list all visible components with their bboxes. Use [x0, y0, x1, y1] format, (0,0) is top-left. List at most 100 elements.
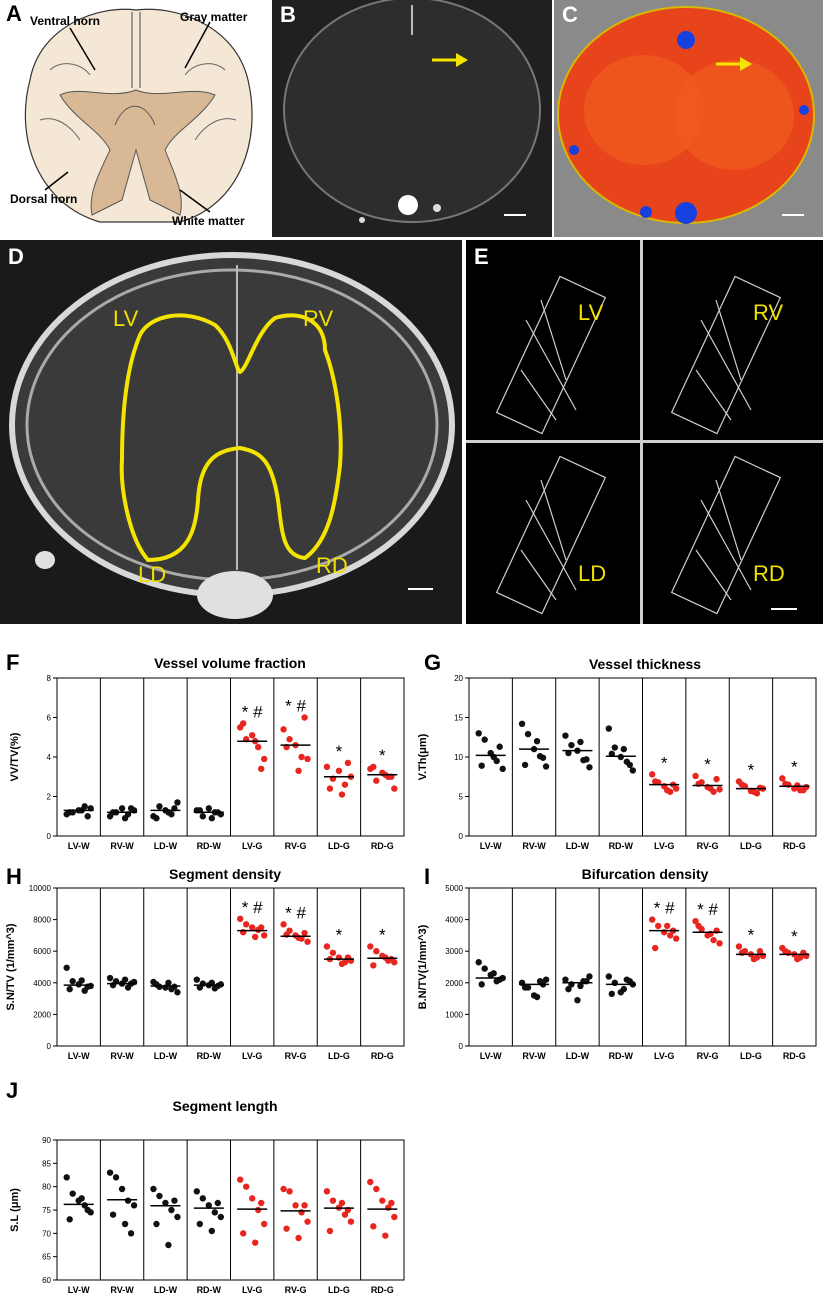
y-tick-label: 2000	[445, 979, 463, 988]
data-point	[63, 964, 70, 971]
data-point	[121, 976, 129, 983]
data-point	[605, 725, 613, 732]
data-point	[239, 720, 247, 727]
panel-c: C	[554, 0, 823, 237]
data-point	[568, 741, 575, 749]
x-tick-label: LD-G	[740, 1051, 762, 1061]
chart-title-f: Vessel volume fraction	[154, 655, 306, 671]
data-point	[382, 1232, 389, 1239]
data-point	[481, 965, 488, 972]
data-point	[280, 921, 287, 928]
x-tick-label: LD-W	[566, 1051, 590, 1061]
data-point	[118, 1185, 126, 1193]
data-point	[391, 1213, 398, 1221]
significance-marker: *	[336, 742, 343, 761]
data-point	[124, 1197, 132, 1204]
y-tick-label: 80	[42, 1183, 51, 1192]
x-tick-label: RD-W	[197, 1285, 222, 1295]
significance-marker: *	[336, 925, 343, 944]
y-tick-label: 3000	[445, 947, 463, 956]
data-point	[248, 1195, 256, 1202]
data-point	[347, 1218, 355, 1225]
data-point	[586, 973, 593, 980]
data-point	[382, 954, 389, 961]
data-point	[608, 750, 616, 758]
data-point	[165, 979, 172, 986]
x-tick-label: LV-G	[242, 1285, 262, 1295]
y-axis-label: B.N/TV(1/mm^3)	[417, 924, 429, 1009]
y-tick-label: 20	[454, 674, 463, 683]
x-tick-label: LV-G	[242, 841, 262, 851]
panel-b: B	[272, 0, 552, 237]
y-tick-label: 75	[42, 1206, 51, 1215]
scale-bar	[782, 214, 804, 216]
data-point	[193, 1188, 201, 1195]
panel-letter-d: D	[8, 244, 24, 269]
data-point	[78, 977, 85, 984]
data-point	[69, 978, 76, 985]
data-point	[63, 1174, 70, 1181]
panel-d: D LV RV LD RD	[0, 240, 462, 624]
data-point	[236, 915, 244, 923]
x-tick-label: LV-W	[68, 1285, 90, 1295]
data-point	[695, 922, 702, 930]
data-point	[165, 1241, 172, 1249]
x-tick-label: LD-W	[154, 841, 178, 851]
data-point	[692, 917, 699, 925]
y-tick-label: 6000	[33, 947, 51, 956]
label-gray-matter: Gray matter	[180, 10, 248, 24]
data-point	[391, 785, 398, 792]
y-tick-label: 6	[47, 714, 52, 723]
x-tick-label: LV-G	[654, 841, 674, 851]
significance-marker: * #	[242, 702, 263, 721]
data-point	[338, 960, 346, 968]
data-point	[586, 764, 593, 771]
data-point	[329, 1197, 337, 1204]
panel-letter-j: J	[6, 1078, 19, 1103]
data-point	[367, 943, 374, 950]
data-point	[257, 1199, 265, 1207]
data-point	[663, 786, 671, 794]
x-tick-label: RD-W	[197, 841, 222, 851]
data-point	[370, 962, 377, 969]
x-tick-label: LD-G	[328, 1051, 350, 1061]
x-tick-label: RV-W	[522, 1051, 546, 1061]
data-point	[193, 976, 201, 983]
data-point	[214, 1199, 222, 1207]
tile-divider-v	[640, 240, 643, 624]
data-point	[583, 756, 590, 763]
data-point	[301, 929, 308, 937]
significance-marker: *	[791, 927, 798, 946]
y-axis-label: S.N/TV (1/mm^3)	[5, 923, 17, 1010]
data-point	[329, 949, 337, 956]
x-tick-label: RD-W	[197, 1051, 222, 1061]
data-point	[153, 815, 160, 822]
data-point	[211, 1209, 219, 1216]
data-point	[738, 781, 746, 788]
x-tick-label: RV-W	[110, 841, 134, 851]
data-point	[478, 981, 485, 988]
data-point	[716, 786, 723, 793]
roi-label-rv: RV	[303, 306, 334, 331]
panel-letter-b: B	[280, 2, 296, 27]
x-tick-label: LD-W	[566, 841, 590, 851]
data-point	[69, 1190, 76, 1197]
x-tick-label: RV-G	[697, 1051, 719, 1061]
data-point	[301, 714, 308, 721]
data-point	[367, 1178, 374, 1186]
panel-a: A Ventral horn Gray matter Dorsal horn W…	[0, 0, 272, 235]
data-point	[692, 772, 699, 780]
data-point	[199, 1195, 207, 1202]
data-point	[84, 813, 91, 820]
significance-marker: *	[379, 925, 386, 944]
data-point	[800, 786, 807, 794]
data-point	[295, 1234, 302, 1242]
data-point	[205, 805, 213, 812]
significance-marker: *	[748, 760, 755, 779]
x-tick-label: LV-G	[242, 1051, 262, 1061]
data-point	[326, 1227, 334, 1235]
data-point	[710, 936, 717, 944]
data-point	[153, 1220, 160, 1228]
data-point	[756, 948, 764, 955]
